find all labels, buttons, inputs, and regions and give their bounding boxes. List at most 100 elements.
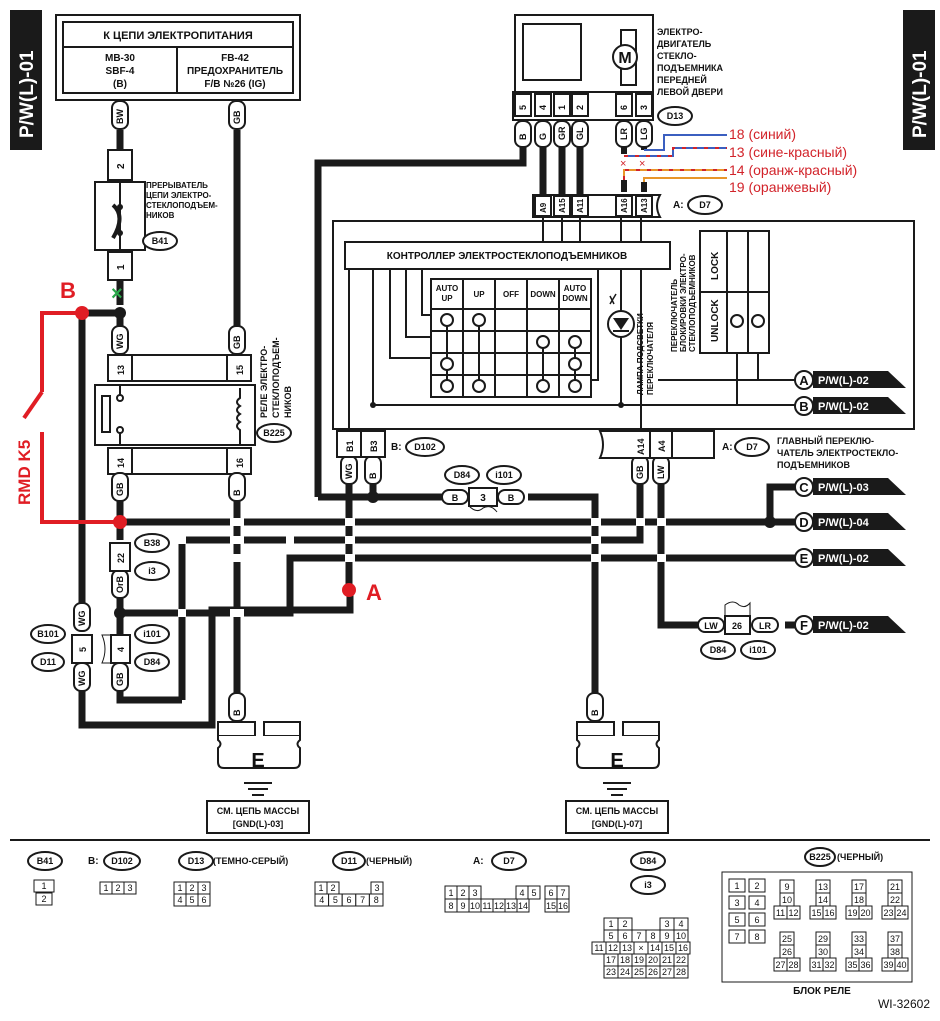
motor-pin: 1 — [557, 105, 567, 110]
page-tag-left: P/W(L)-01 — [10, 10, 42, 150]
annotation-wire-14: 14 (оранж-красный) — [729, 162, 857, 178]
wires — [78, 130, 805, 729]
wire-color-label: WG — [115, 334, 125, 350]
relay-label-2: СТЕКЛОПОДЪЕМ- — [271, 337, 281, 418]
power-left-line1: MB-30 — [105, 53, 135, 64]
relay-pin-15: 15 — [235, 365, 245, 375]
pin-cell: 2 — [754, 881, 759, 891]
pin-cell: 31 — [811, 960, 821, 970]
point-b-label: B — [60, 278, 76, 303]
pin-cell: 4 — [519, 888, 524, 898]
wire-color-tag: BW — [111, 100, 129, 130]
i101-connector-id[interactable]: i101 — [495, 470, 513, 480]
pin-cell: 25 — [782, 934, 792, 944]
wire-color-label: WG — [344, 464, 354, 480]
pin-cell: 20 — [648, 955, 658, 965]
pin-cell: 7 — [360, 895, 365, 905]
pin-cell: 10 — [782, 895, 792, 905]
wire-color-label: B — [232, 709, 242, 716]
wire-color-label: WG — [77, 671, 87, 687]
motor-label-5: ПЕРЕДНЕЙ — [657, 74, 707, 85]
page-tag-right: P/W(L)-01 — [903, 10, 935, 150]
contact-icon — [440, 357, 454, 371]
pin-cell: 12 — [494, 901, 504, 911]
contact-icon — [472, 313, 486, 327]
d7-connector-id[interactable]: D7 — [699, 200, 711, 210]
pin-cell: 10 — [676, 931, 686, 941]
d84-connector-id-3[interactable]: D84 — [144, 657, 161, 667]
d102-connector-id[interactable]: D102 — [414, 442, 436, 452]
relay-pin-16: 16 — [235, 458, 245, 468]
i101-connector-id-2[interactable]: i101 — [749, 645, 767, 655]
pin-cell: 4 — [754, 898, 759, 908]
legend-d7-id: D7 — [503, 856, 515, 866]
b101-connector-id[interactable]: B101 — [37, 629, 59, 639]
pin-cell: 1 — [103, 883, 108, 893]
motor-label-4: ПОДЪЕМНИКА — [657, 63, 724, 73]
legend-d102-id: D102 — [111, 856, 133, 866]
d84-connector-id-2[interactable]: D84 — [710, 645, 727, 655]
pin-cell: 19 — [847, 908, 857, 918]
pin-cell: 14 — [650, 943, 660, 953]
pin-b3: B3 — [369, 440, 379, 452]
contact-icon — [440, 313, 454, 327]
controller-label: КОНТРОЛЛЕР ЭЛЕКТРОСТЕКЛОПОДЪЕМНИКОВ — [387, 251, 627, 262]
inline-connectors: 3 B B D84 i101 26 LW LR D84 i101 22 B38 … — [30, 465, 779, 672]
breaker-label-2: ЦЕПИ ЭЛЕКТРО- — [146, 191, 212, 200]
mode-label: OFF — [503, 290, 519, 299]
power-right-line2: ПРЕДОХРАНИТЕЛЬ — [187, 66, 283, 77]
pin-cell: 2 — [189, 883, 194, 893]
main-switch: КОНТРОЛЛЕР ЭЛЕКТРОСТЕКЛОПОДЪЕМНИКОВ AUTO… — [332, 217, 915, 430]
mode-label: UP — [441, 294, 453, 303]
pin-cell: 15 — [811, 908, 821, 918]
pin-cell: 28 — [788, 960, 798, 970]
pin-cell: 23 — [883, 908, 893, 918]
pin-a4: A4 — [657, 440, 667, 452]
relay-connector-id[interactable]: B225 — [263, 428, 285, 438]
d7-connector-id-bottom[interactable]: D7 — [746, 442, 758, 452]
b38-connector-id[interactable]: B38 — [144, 538, 161, 548]
pin-cell: 32 — [824, 960, 834, 970]
pin-cell: 6 — [754, 915, 759, 925]
legend-b225-id: B225 — [809, 852, 831, 862]
pin-cell: 3 — [664, 919, 669, 929]
pin-cell: 14 — [518, 901, 528, 911]
i101-connector-id-3[interactable]: i101 — [143, 629, 161, 639]
wire-color-tag — [571, 120, 589, 148]
wire-color-tag: GB — [228, 325, 246, 355]
wire-color-label: GB — [635, 465, 645, 479]
pin-cell: 22 — [890, 895, 900, 905]
pin-cell: 16 — [824, 908, 834, 918]
pin-cell: 21 — [662, 955, 672, 965]
wire-color-tag: LW — [652, 455, 670, 485]
d11-connector-id[interactable]: D11 — [40, 657, 56, 667]
off-page-ref: P/W(L)-04 — [818, 517, 870, 529]
pin-cell: 4 — [319, 895, 324, 905]
annotation-wire-13: 13 (сине-красный) — [729, 144, 847, 160]
wire-crossing-gaps — [178, 518, 666, 617]
wire-color-tag — [534, 120, 552, 148]
i3-connector-id[interactable]: i3 — [148, 566, 156, 576]
ground-points: EСМ. ЦЕПЬ МАССЫ[GND(L)-03]EСМ. ЦЕПЬ МАСС… — [206, 721, 669, 834]
lamp-label-2: ПЕРЕКЛЮЧАТЕЛЯ — [646, 322, 655, 395]
wire-color-tag: GB — [631, 455, 649, 485]
pin-cell: 3 — [201, 883, 206, 893]
cut-mark-icon: × — [620, 158, 626, 170]
breaker-connector-id[interactable]: B41 — [152, 236, 169, 246]
legend-d102-prefix: B: — [88, 856, 99, 867]
d84-connector-id[interactable]: D84 — [454, 470, 471, 480]
wire-color-tag: B — [364, 455, 382, 485]
pin-cell: 1 — [608, 919, 613, 929]
wire-color-tag — [635, 120, 653, 148]
motor-connector-id[interactable]: D13 — [667, 111, 684, 121]
pin-cell: 13 — [506, 901, 516, 911]
pin-cell: 17 — [854, 882, 864, 892]
connector-legend: B41 B: D102 D13 (ТЕМНО-СЕРЫЙ) D11 (ЧЕРНЫ… — [27, 847, 930, 1011]
pin-cell: 36 — [860, 960, 870, 970]
